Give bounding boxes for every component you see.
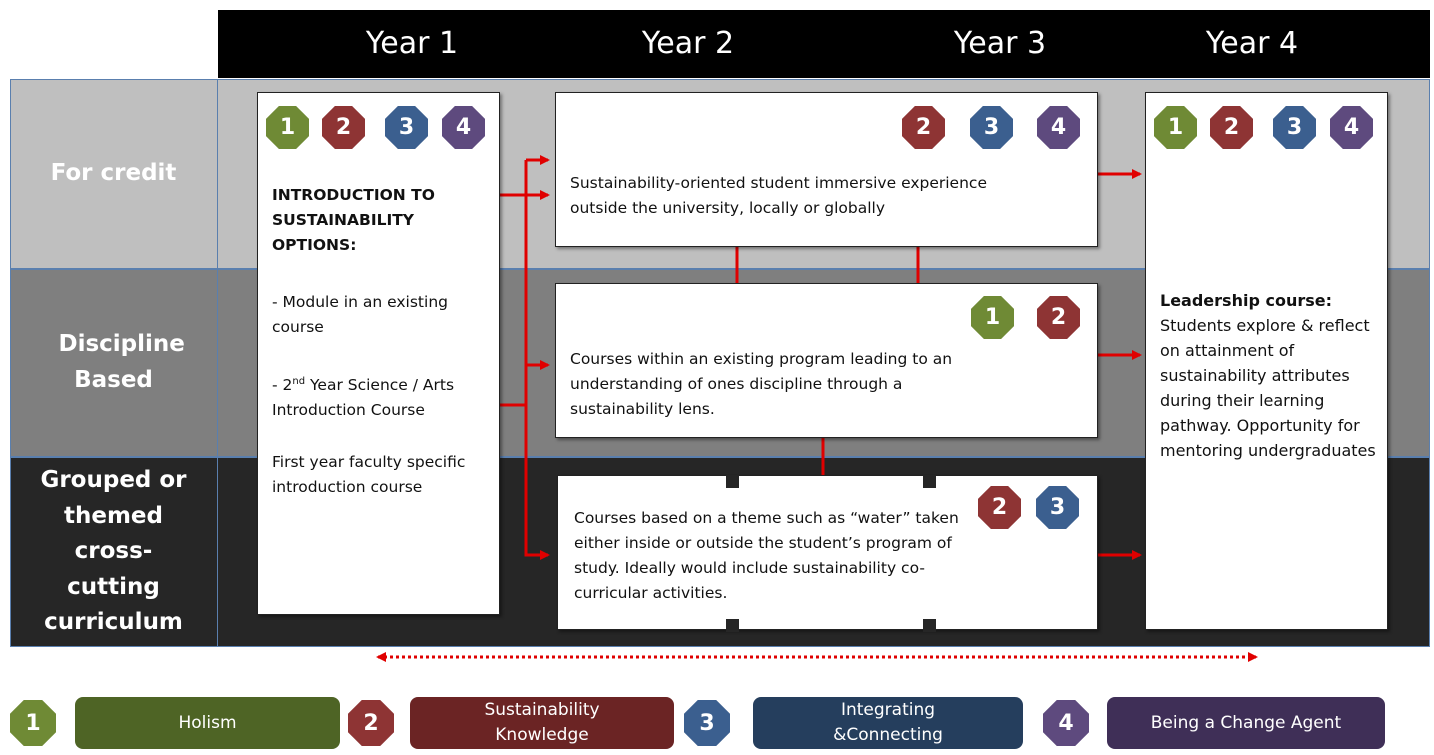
discipline-courses-box: 1 2 Courses within an existing program l…: [555, 283, 1098, 438]
legend-knowledge-text: Sustainability Knowledge: [484, 700, 600, 745]
box-notch: [726, 619, 739, 632]
box-notch: [923, 619, 936, 632]
year1-title: INTRODUCTION TO SUSTAINABILITY OPTIONS:: [272, 186, 435, 254]
badge-integrating: 3: [970, 106, 1013, 149]
themed-courses-text: Courses based on a theme such as “water”…: [574, 509, 959, 602]
year-3-heading: Year 3: [953, 26, 1047, 61]
year-1-heading: Year 1: [365, 26, 459, 61]
year4-text: Students explore & reflect on attainment…: [1160, 316, 1376, 460]
year1-item2-prefix: - 2: [272, 376, 293, 395]
year4-leadership-box: 1 2 3 4 Leadership course: Students expl…: [1145, 92, 1388, 630]
box-notch: [726, 475, 739, 488]
badge-integrating: 3: [1273, 106, 1316, 149]
legend-integrating: Integrating &Connecting: [753, 697, 1023, 749]
legend-knowledge: Sustainability Knowledge: [410, 697, 674, 749]
box-notch: [923, 475, 936, 488]
themed-courses-box: 2 3 Courses based on a theme such as “wa…: [557, 475, 1098, 632]
legend-change-agent: Being a Change Agent: [1107, 697, 1385, 749]
legend-badge-knowledge: 2: [348, 700, 394, 746]
year-4-heading: Year 4: [1205, 26, 1299, 61]
year1-item2-suffix: Year Science / Arts Introduction Course: [272, 376, 455, 420]
badge-change-agent: 4: [1330, 106, 1373, 149]
badge-knowledge: 2: [902, 106, 945, 149]
row-label-discipline-text: Discipline Based: [58, 331, 185, 393]
row-label-grouped: Grouped or themed cross-cutting curricul…: [10, 457, 218, 647]
badge-holism: 1: [971, 296, 1014, 339]
year4-title: Leadership course:: [1160, 291, 1332, 310]
badge-holism: 1: [1154, 106, 1197, 149]
badge-change-agent: 4: [1037, 106, 1080, 149]
legend-badge-integrating: 3: [684, 700, 730, 746]
year1-item-module: - Module in an existing course: [272, 293, 448, 336]
badge-knowledge: 2: [1210, 106, 1253, 149]
badge-knowledge: 2: [322, 106, 365, 149]
row-label-for-credit-text: For credit: [50, 160, 177, 187]
legend-integrating-text: Integrating &Connecting: [833, 700, 943, 745]
immersive-text: Sustainability-oriented student immersiv…: [570, 174, 987, 217]
badge-integrating: 3: [385, 106, 428, 149]
discipline-courses-text: Courses within an existing program leadi…: [570, 350, 953, 418]
year1-intro-box: 1 2 3 4 INTRODUCTION TO SUSTAINABILITY O…: [257, 92, 500, 615]
year1-item2-sup: nd: [292, 376, 306, 387]
badge-integrating: 3: [1036, 486, 1079, 529]
year-2-heading: Year 2: [641, 26, 735, 61]
immersive-experience-box: 2 3 4 Sustainability-oriented student im…: [555, 92, 1098, 247]
badge-holism: 1: [266, 106, 309, 149]
badge-knowledge: 2: [1037, 296, 1080, 339]
row-label-discipline: Discipline Based: [10, 269, 218, 457]
legend-holism: Holism: [75, 697, 340, 749]
row-label-grouped-text: Grouped or themed cross-cutting curricul…: [40, 466, 187, 636]
arrow-to-themed: [524, 160, 550, 560]
row-label-for-credit: For credit: [10, 79, 218, 269]
year1-item-faculty: First year faculty specific introduction…: [272, 453, 466, 496]
badge-knowledge: 2: [978, 486, 1021, 529]
badge-change-agent: 4: [442, 106, 485, 149]
legend-badge-change-agent: 4: [1043, 700, 1089, 746]
year-header-bar: Year 1 Year 2 Year 3 Year 4: [218, 10, 1430, 78]
legend-badge-holism: 1: [10, 700, 56, 746]
year1-item-second-year: - 2nd Year Science / Arts Introduction C…: [272, 369, 497, 423]
